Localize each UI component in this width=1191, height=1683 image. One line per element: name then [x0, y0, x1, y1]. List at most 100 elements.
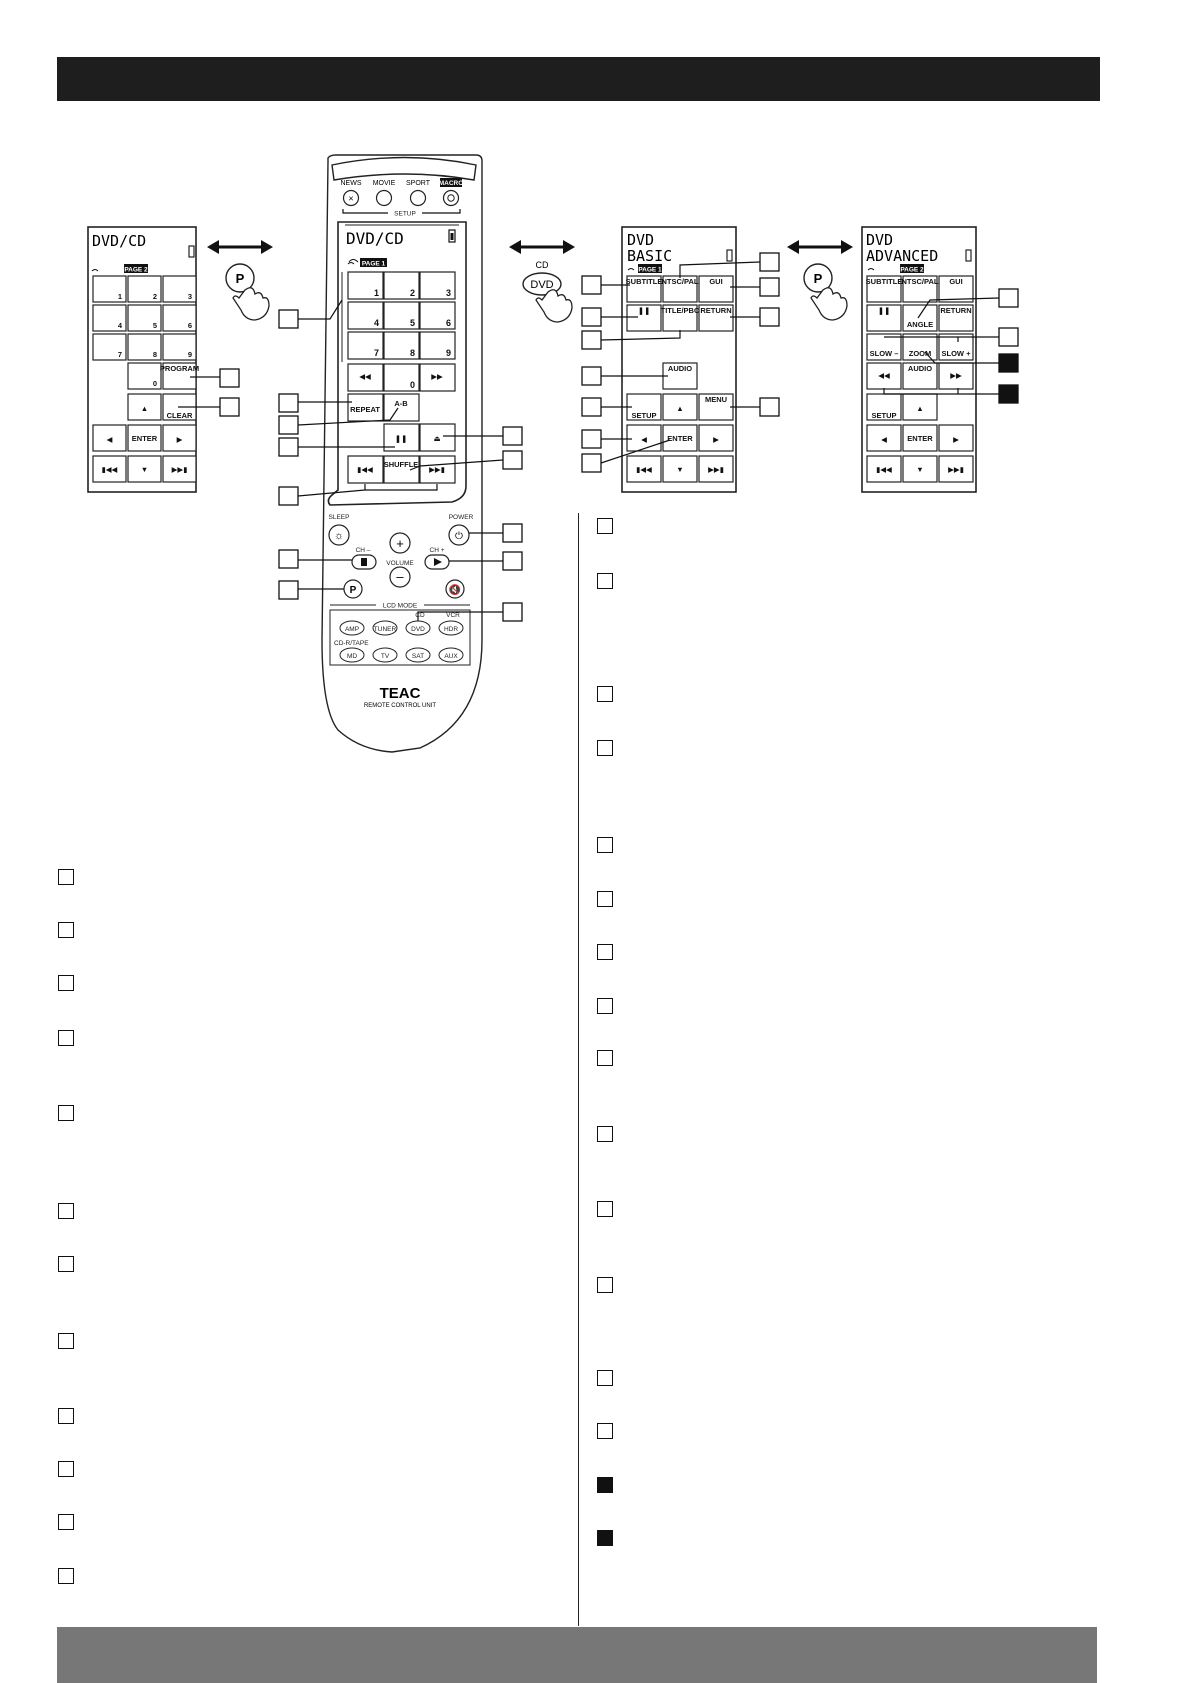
key-5[interactable]: 5: [383, 301, 420, 330]
legend-box: [597, 1370, 613, 1386]
callout-box: [502, 450, 523, 470]
adv-angle-key[interactable]: ANGLE: [902, 304, 938, 332]
adv-gui-key[interactable]: GUI: [938, 275, 974, 303]
svg-text:5: 5: [153, 321, 157, 330]
left-key-1[interactable]: 1: [92, 275, 127, 303]
adv-prev-key[interactable]: ▮◀◀: [866, 455, 902, 483]
mode-md-button[interactable]: MD: [339, 647, 365, 663]
next-key[interactable]: ▶▶▮: [419, 455, 456, 484]
basic-menu-key[interactable]: MENU: [698, 393, 734, 421]
remote-lower-controls: SLEEP ☼ POWER ⏻ + CH – VOLUME CH + – P 🔇…: [328, 514, 474, 709]
adv-return-key[interactable]: RETURN: [938, 304, 974, 332]
left-enter-key[interactable]: ENTER: [127, 424, 162, 452]
left-key-4[interactable]: 4: [92, 304, 127, 332]
basic-left-key[interactable]: ◀: [626, 424, 662, 452]
adv-subtitle-key[interactable]: SUBTITLE: [866, 275, 903, 303]
key-1[interactable]: 1: [347, 271, 384, 300]
mute-button[interactable]: [445, 579, 465, 599]
mode-hdr-button[interactable]: HDR: [438, 620, 464, 636]
eject-key[interactable]: ⏏: [419, 423, 456, 452]
adv-right-key[interactable]: ▶: [938, 424, 974, 452]
fast-forward-key[interactable]: ▶▶: [419, 363, 456, 392]
movie-button[interactable]: [375, 189, 393, 207]
mode-tv-button[interactable]: TV: [372, 647, 398, 663]
adv-zoom-key[interactable]: ZOOM: [902, 333, 938, 361]
basic-setup-key[interactable]: SETUP: [626, 393, 662, 421]
left-right-key[interactable]: ▶: [162, 424, 197, 452]
key-8[interactable]: 8: [383, 331, 420, 360]
basic-right-key[interactable]: ▶: [698, 424, 734, 452]
mode-aux-button[interactable]: AUX: [438, 647, 464, 663]
repeat-key[interactable]: REPEAT: [347, 393, 384, 422]
adv-left-key[interactable]: ◀: [866, 424, 902, 452]
svg-text:0: 0: [153, 379, 157, 388]
adv-slow-minus-key[interactable]: SLOW –: [866, 333, 902, 361]
news-button[interactable]: [342, 189, 360, 207]
svg-text:SUBTITLE: SUBTITLE: [626, 277, 663, 286]
basic-audio-key[interactable]: AUDIO: [662, 362, 698, 390]
adv-pause-key[interactable]: ❚❚: [866, 304, 902, 332]
mode-amp-button[interactable]: AMP: [339, 620, 365, 636]
svg-text:ENTER: ENTER: [667, 434, 693, 443]
basic-down-key[interactable]: ▼: [662, 455, 698, 483]
left-key-7[interactable]: 7: [92, 333, 127, 361]
basic-ntsc-pal-key[interactable]: NTSC/PAL: [662, 275, 699, 303]
basic-gui-key[interactable]: GUI: [698, 275, 734, 303]
left-key-0[interactable]: 0: [127, 362, 162, 390]
key-9[interactable]: 9: [419, 331, 456, 360]
volume-down-button[interactable]: [389, 566, 411, 588]
prev-key[interactable]: ▮◀◀: [347, 455, 384, 484]
basic-up-key[interactable]: ▲: [662, 393, 698, 421]
shuffle-key[interactable]: SHUFFLE: [383, 455, 420, 484]
key-6[interactable]: 6: [419, 301, 456, 330]
sleep-button[interactable]: [328, 524, 350, 546]
adv-next-key[interactable]: ▶▶▮: [938, 455, 974, 483]
left-next-key[interactable]: ▶▶▮: [162, 455, 197, 483]
left-key-2[interactable]: 2: [127, 275, 162, 303]
key-7[interactable]: 7: [347, 331, 384, 360]
basic-enter-key[interactable]: ENTER: [662, 424, 698, 452]
mode-tuner-button[interactable]: TUNER: [372, 620, 398, 636]
power-button[interactable]: [448, 524, 470, 546]
key-3[interactable]: 3: [419, 271, 456, 300]
macro-button[interactable]: [442, 189, 460, 207]
adv-fast-forward-key[interactable]: ▶▶: [938, 362, 974, 390]
adv-rewind-key[interactable]: ◀◀: [866, 362, 902, 390]
basic-lcd-panel: DVD BASIC PAGE 1 SUBTITLE NTSC/PAL GUI ❚…: [621, 226, 737, 493]
left-up-key[interactable]: ▲: [127, 393, 162, 421]
key-0[interactable]: 0: [383, 363, 420, 392]
volume-up-button[interactable]: [389, 532, 411, 554]
left-key-6[interactable]: 6: [162, 304, 197, 332]
basic-next-key[interactable]: ▶▶▮: [698, 455, 734, 483]
basic-subtitle-key[interactable]: SUBTITLE: [626, 275, 663, 303]
left-key-3[interactable]: 3: [162, 275, 197, 303]
ab-key[interactable]: A-B: [383, 393, 420, 422]
basic-pause-key[interactable]: ❚❚: [626, 304, 662, 332]
program-key[interactable]: PROGRAM: [160, 362, 199, 390]
adv-audio-key[interactable]: AUDIO: [902, 362, 938, 390]
mode-sat-button[interactable]: SAT: [405, 647, 431, 663]
cd-mode-label: CD: [415, 612, 425, 619]
left-key-5[interactable]: 5: [127, 304, 162, 332]
basic-title-pbc-key[interactable]: TITLE/PBC: [661, 304, 700, 332]
sport-button[interactable]: [409, 189, 427, 207]
left-left-key[interactable]: ◀: [92, 424, 127, 452]
adv-setup-key[interactable]: SETUP: [866, 393, 902, 421]
left-down-key[interactable]: ▼: [127, 455, 162, 483]
adv-slow-plus-key[interactable]: SLOW +: [938, 333, 974, 361]
rewind-key[interactable]: ◀◀: [347, 363, 384, 392]
left-key-8[interactable]: 8: [127, 333, 162, 361]
adv-enter-key[interactable]: ENTER: [902, 424, 938, 452]
mode-dvd-button[interactable]: DVD: [405, 620, 431, 636]
adv-down-key[interactable]: ▼: [902, 455, 938, 483]
key-2[interactable]: 2: [383, 271, 420, 300]
basic-prev-key[interactable]: ▮◀◀: [626, 455, 662, 483]
adv-ntsc-pal-key[interactable]: NTSC/PAL: [902, 275, 939, 303]
key-4[interactable]: 4: [347, 301, 384, 330]
left-key-9[interactable]: 9: [162, 333, 197, 361]
left-prev-key[interactable]: ▮◀◀: [92, 455, 127, 483]
column-divider: [578, 513, 579, 1626]
legend-box: [58, 975, 74, 991]
basic-return-key[interactable]: RETURN: [698, 304, 734, 332]
adv-up-key[interactable]: ▲: [902, 393, 938, 421]
